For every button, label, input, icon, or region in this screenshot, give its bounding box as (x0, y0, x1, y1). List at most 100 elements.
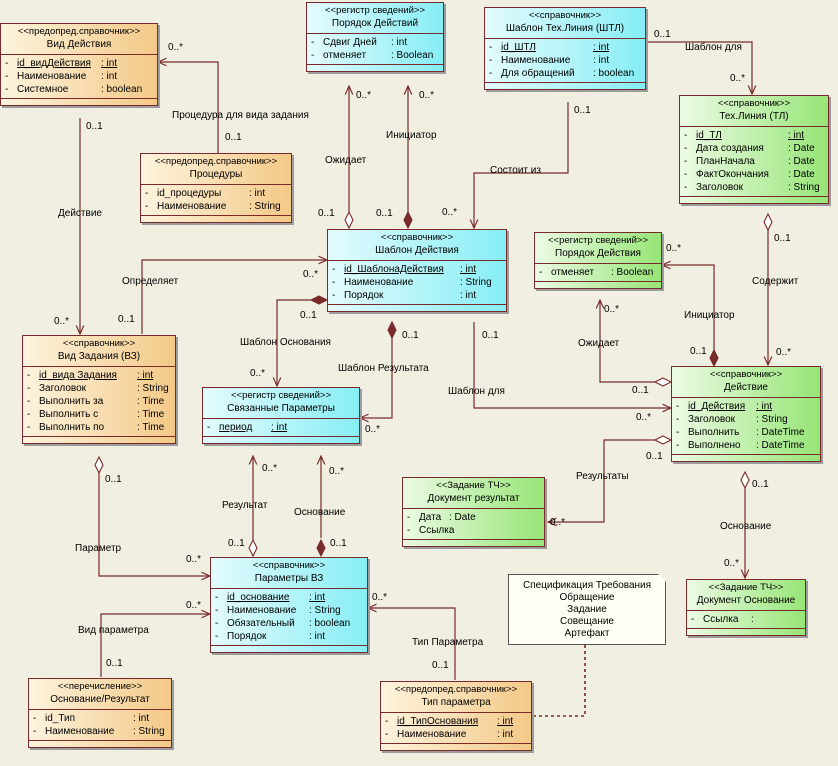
multiplicity: 0..1 (646, 451, 663, 462)
class-parametry-vz[interactable]: <<справочник>>Параметры ВЗ-id_основание:… (210, 557, 368, 653)
class-stereotype: <<справочник>> (528, 10, 602, 21)
class-name: Вид Задания (ВЗ) (57, 351, 141, 362)
class-vid-deystviya[interactable]: <<предопред.справочник>>Вид Действия-id_… (0, 23, 158, 106)
class-protsedury[interactable]: <<предопред.справочник>>Процедуры-id_про… (140, 153, 292, 223)
label-ozhidaet2: Ожидает (578, 338, 620, 349)
attribute-type: : Time (137, 396, 165, 407)
multiplicity: 0..1 (574, 105, 591, 116)
class-stereotype: <<перечисление>> (57, 681, 143, 692)
class-name: Вид Действия (46, 39, 112, 50)
attribute-type: : Boolean (391, 50, 434, 61)
hollow-diamond-parametr (94, 455, 104, 475)
attribute-row: -Выполнить: DateTime (676, 426, 817, 439)
label-deystvie: Действие (58, 208, 102, 219)
attribute-row: -id_вида Задания: int (27, 369, 172, 382)
attribute-name: Выполнить по (39, 422, 105, 433)
class-name: Порядок Действий (331, 18, 419, 29)
class-attributes: -id_ШТЛ: int-Наименование: int-Для обращ… (485, 39, 645, 83)
attribute-visibility: - (5, 58, 9, 69)
class-attributes: -id_вида Задания: int-Заголовок: String-… (23, 367, 175, 437)
attribute-type: : String (756, 414, 788, 425)
class-shablon-deystviya[interactable]: <<справочник>>Шаблон Действия-id_Шаблона… (327, 229, 507, 312)
attribute-name: период (219, 422, 253, 433)
multiplicity: 0..* (550, 517, 566, 528)
attribute-type: : int (249, 188, 266, 199)
attribute-visibility: - (676, 427, 680, 438)
attribute-row: -Наименование: String (215, 604, 364, 617)
attribute-type: : Boolean (611, 267, 654, 278)
attribute-type: : boolean (593, 68, 635, 79)
attribute-name: id_процедуры (157, 188, 222, 199)
attribute-type: : int (309, 631, 326, 642)
link-tip-parametra (368, 608, 456, 680)
class-name: Действие (724, 382, 768, 393)
class-shablon-tl[interactable]: <<справочник>>Шаблон Тех.Линия (ШТЛ)-id_… (484, 7, 646, 90)
class-vid-zadaniya[interactable]: <<справочник>> Вид Задания (ВЗ) -id_вида З… (22, 335, 176, 444)
multiplicity: 0..1 (300, 310, 317, 321)
multiplicity: 0..1 (654, 29, 671, 40)
attribute-type: : int (133, 713, 150, 724)
attribute-row: -Выполнено: DateTime (676, 439, 817, 452)
multiplicity: 0..* (186, 554, 202, 565)
attribute-visibility: - (489, 55, 493, 66)
class-header: <<регистр сведений>>Связанные Параметры (203, 388, 359, 419)
multiplicity: 0..* (372, 592, 388, 603)
class-osnovanie-rezultat[interactable]: <<перечисление>>Основание/Результат-id_Т… (28, 678, 172, 748)
attribute-type: : int (497, 716, 514, 727)
attribute-row: -Выполнить за: Time (27, 395, 172, 408)
attribute-name: Наименование (157, 201, 227, 212)
attribute-type: : String (133, 726, 165, 737)
attribute-row: -Наименование: String (332, 276, 503, 289)
attribute-row: -ФактОкончания: Date (684, 168, 825, 181)
multiplicity: 0..1 (118, 314, 135, 325)
class-header: <<предопред.справочник>>Вид Действия (1, 24, 157, 55)
class-attributes: -Сдвиг Дней: int-отменяет: Boolean (307, 34, 443, 65)
label-parametr: Параметр (75, 543, 122, 554)
attribute-visibility: - (684, 169, 688, 180)
class-dokument-rezultat[interactable]: <<Задание ТЧ>>Документ результат-Дата: D… (402, 477, 545, 547)
multiplicity: 0..* (442, 207, 458, 218)
class-operations (23, 437, 175, 443)
class-deystvie[interactable]: <<справочник>>Действие-id_Действия: int-… (671, 366, 821, 462)
class-svyazannye-parametry[interactable]: <<регистр сведений>>Связанные Параметры -… (202, 387, 360, 444)
class-stereotype: <<предопред.справочник>> (394, 684, 518, 695)
class-operations (381, 744, 531, 750)
attribute-type: : Date (449, 512, 476, 523)
attribute-visibility: - (311, 37, 315, 48)
attribute-row: -Наименование: int (385, 728, 528, 741)
attribute-type: : DateTime (756, 427, 805, 438)
label-rezultaty: Результаты (576, 471, 629, 482)
class-tekh-liniya[interactable]: <<справочник>>Тех.Линия (ТЛ)-id_ТЛ: int-… (679, 95, 829, 204)
filled-diamond-osnovanie2 (316, 538, 326, 558)
attribute-visibility: - (684, 130, 688, 141)
class-tip-parametra[interactable]: <<предопред.справочник>>Тип параметра-id… (380, 681, 532, 751)
attribute-visibility: - (33, 713, 37, 724)
note-line: Совещание (559, 616, 614, 627)
attribute-name: id_ТЛ (696, 130, 722, 141)
class-poryadok-deystviy[interactable]: <<регистр сведений>>Порядок Действий-Сдв… (306, 2, 444, 72)
hollow-diamond-osnovanie1 (740, 470, 750, 490)
note-connector (532, 645, 586, 717)
filled-diamond-iniciator2 (709, 348, 719, 368)
class-dokument-osnovanie[interactable]: <<Задание ТЧ>>Документ Основание-Ссылка: (686, 579, 806, 636)
class-stereotype: <<справочник>> (62, 338, 136, 349)
attribute-visibility: - (207, 422, 211, 433)
label-opredelyaet: Определяет (122, 276, 179, 287)
class-attributes: -id_Действия: int-Заголовок: String-Выпо… (672, 398, 820, 455)
class-header: <<Задание ТЧ>>Документ Основание (687, 580, 805, 611)
class-stereotype: <<регистр сведений>> (230, 390, 331, 401)
class-header: <<справочник>>Тех.Линия (ТЛ) (680, 96, 828, 127)
attribute-type: : int (593, 42, 610, 53)
label-rezultat: Результат (222, 500, 268, 511)
link-shablon-rezultata (360, 322, 393, 418)
attribute-row: -Заголовок: String (684, 181, 825, 194)
attribute-row: -id_ШаблонаДействия: int (332, 263, 503, 276)
multiplicity: 0..* (604, 304, 620, 315)
link-ozhidaet2 (600, 300, 662, 383)
attribute-name: Наименование (344, 277, 414, 288)
class-header: <<предопред.справочник>>Процедуры (141, 154, 291, 185)
class-operations (211, 646, 367, 652)
class-operations (403, 540, 544, 546)
class-poryadok-deystviya[interactable]: <<регистр сведений>>Порядок Действия-отм… (534, 232, 662, 289)
